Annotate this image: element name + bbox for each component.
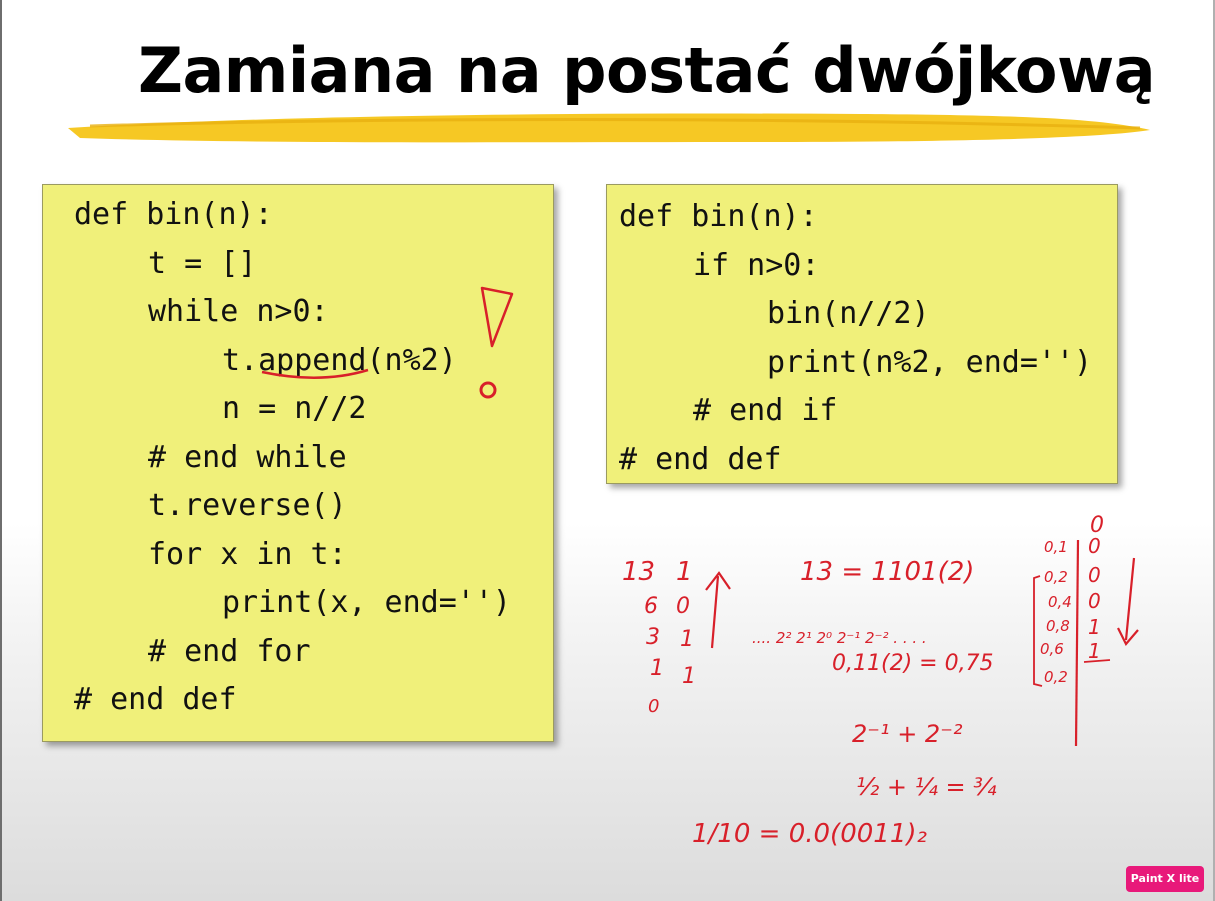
division-remainder: 0 [676, 594, 690, 619]
fraction-table-value: 0,4 [1048, 593, 1072, 611]
code-box-recursive: def bin(n): if n>0: bin(n//2) print(n%2,… [606, 184, 1118, 484]
division-quotient: 6 [644, 594, 658, 619]
equation-one-tenth: 1/10 = 0.0(0011)₂ [692, 819, 927, 849]
code-line: # end while [148, 439, 347, 475]
code-line: t.append(n%2) [222, 342, 457, 378]
code-line: while n>0: [148, 294, 329, 329]
fraction-table-divider [1074, 539, 1080, 747]
fraction-table-value: 0,1 [1044, 538, 1068, 556]
code-line: t = [] [148, 245, 257, 281]
fraction-table-digit: 0 [1088, 563, 1101, 587]
fraction-table-digit: 1 [1088, 615, 1101, 639]
fraction-table-digit: 0 [1088, 534, 1101, 558]
window-right-border [1213, 0, 1215, 901]
fraction-table-underline [1083, 659, 1111, 663]
division-remainder: 1 [676, 557, 693, 587]
code-line: def bin(n): [74, 197, 273, 232]
code-line: def bin(n): [619, 199, 818, 234]
equation-13-binary: 13 = 1101(2) [800, 557, 974, 587]
window-left-border [0, 0, 2, 901]
division-remainder: 1 [682, 664, 696, 689]
code-line: # end for [148, 633, 311, 669]
division-remainder: 1 [680, 627, 694, 652]
division-quotient: 0 [648, 696, 659, 717]
down-arrow-mark [1117, 557, 1139, 646]
code-line: for x in t: [148, 536, 347, 572]
division-quotient: 13 [622, 557, 655, 587]
code-line: # end def [619, 441, 782, 477]
paint-x-lite-badge[interactable]: Paint X lite [1126, 866, 1204, 892]
code-line: print(x, end='') [222, 585, 511, 620]
code-line: if n>0: [693, 247, 820, 283]
code-line: # end if [693, 393, 838, 428]
fraction-table-value: 0,8 [1046, 617, 1070, 635]
fraction-table-digit: 0 [1088, 589, 1101, 613]
division-quotient: 3 [646, 625, 660, 650]
code-line: n = n//2 [222, 391, 367, 426]
powers-of-two-row: .... 2² 2¹ 2⁰ 2⁻¹ 2⁻² . . . . [752, 629, 927, 647]
fraction-table-value: 0,2 [1044, 668, 1068, 686]
code-line: print(n%2, end='') [767, 344, 1093, 380]
up-arrow-mark [705, 571, 731, 649]
code-line: bin(n//2) [767, 296, 930, 331]
fraction-table-top-digit: 0 [1090, 513, 1104, 538]
title-highlight-stroke [68, 113, 1150, 143]
fraction-table-bracket [1033, 575, 1043, 687]
fraction-table-value: 0,6 [1040, 640, 1064, 658]
fraction-table-value: 0,2 [1044, 568, 1068, 586]
code-line: # end def [74, 682, 237, 717]
equation-fraction-sum: ½ + ¼ = ¾ [856, 773, 997, 801]
equation-power-sum: 2⁻¹ + 2⁻² [852, 720, 963, 748]
division-quotient: 1 [650, 656, 664, 681]
code-line: t.reverse() [148, 488, 347, 523]
fraction-table-digit: 1 [1088, 639, 1101, 663]
slide-title: Zamiana na postać dwójkową [138, 34, 1156, 107]
equation-binary-fraction: 0,11(2) = 0,75 [832, 651, 994, 676]
code-box-iterative: def bin(n): t = [] while n>0: t.append(n… [42, 184, 554, 742]
